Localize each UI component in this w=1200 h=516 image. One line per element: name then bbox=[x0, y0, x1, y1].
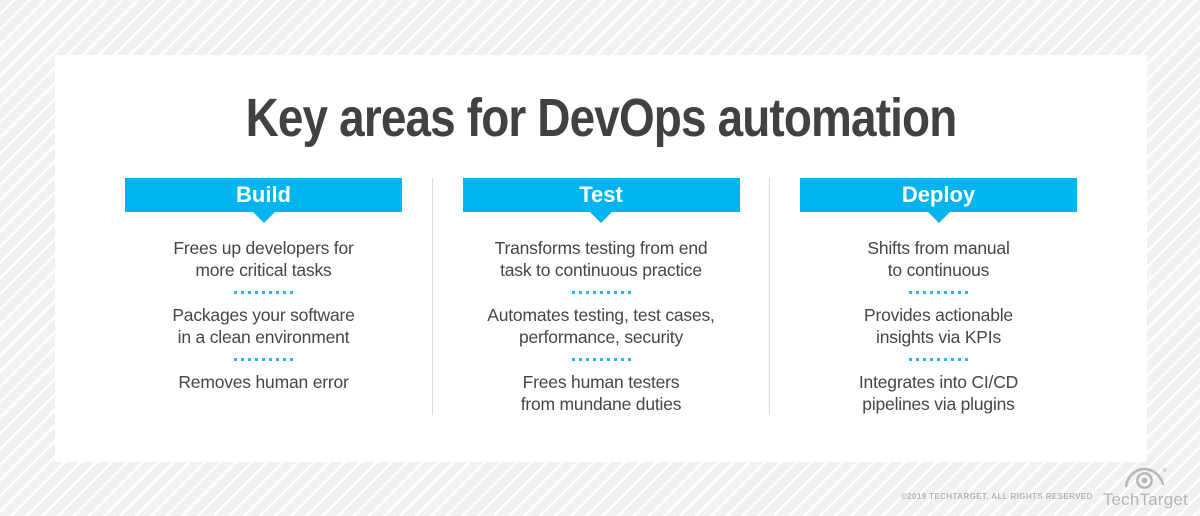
deploy-item-2-line-1: Provides actionable bbox=[864, 305, 1013, 325]
build-item-3: Removes human error bbox=[178, 371, 348, 393]
column-deploy: Deploy Shifts from manual to continuous … bbox=[800, 178, 1077, 415]
dots-separator bbox=[909, 291, 968, 294]
column-divider bbox=[769, 178, 771, 415]
techtarget-logo-text: TechTarget bbox=[1102, 490, 1188, 509]
build-item-2-line-2: in a clean environment bbox=[177, 327, 350, 347]
deploy-item-1-line-2: to continuous bbox=[887, 260, 990, 280]
build-header-label: Build bbox=[236, 182, 291, 207]
deploy-item-1: Shifts from manual to continuous bbox=[867, 237, 1009, 281]
test-item-1: Transforms testing from end task to cont… bbox=[495, 237, 708, 281]
dots-separator bbox=[571, 358, 631, 361]
build-item-1: Frees up developers for more critical ta… bbox=[173, 237, 353, 281]
test-item-2: Automates testing, test cases, performan… bbox=[487, 304, 715, 348]
build-item-1-line-2: more critical tasks bbox=[195, 260, 332, 280]
test-item-3-line-2: from mundane duties bbox=[520, 394, 682, 414]
ribbon-pointer-icon bbox=[590, 212, 612, 223]
test-header-ribbon: Test bbox=[462, 178, 740, 223]
columns-row: Build Frees up developers for more criti… bbox=[55, 178, 1147, 415]
build-item-2-line-1: Packages your software bbox=[172, 305, 355, 325]
deploy-item-2: Provides actionable insights via KPIs bbox=[864, 304, 1013, 348]
ribbon-pointer-icon bbox=[927, 212, 950, 223]
deploy-item-1-line-1: Shifts from manual bbox=[867, 238, 1010, 258]
techtarget-eye-icon bbox=[1125, 467, 1167, 489]
test-item-2-line-2: performance, security bbox=[518, 327, 684, 347]
test-header-label: Test bbox=[579, 182, 623, 207]
deploy-item-3-line-1: Integrates into CI/CD bbox=[858, 372, 1019, 392]
column-build: Build Frees up developers for more criti… bbox=[125, 178, 402, 415]
test-item-1-line-1: Transforms testing from end bbox=[494, 238, 708, 258]
techtarget-logo: TechTarget bbox=[1103, 466, 1188, 508]
dots-separator bbox=[234, 358, 293, 361]
column-test: Test Transforms testing from end task to… bbox=[462, 178, 740, 415]
copyright-text: ©2019 TECHTARGET. ALL RIGHTS RESERVED bbox=[900, 492, 1093, 501]
deploy-item-3-line-2: pipelines via plugins bbox=[862, 394, 1015, 414]
build-item-1-line-1: Frees up developers for bbox=[173, 238, 354, 258]
deploy-header-ribbon: Deploy bbox=[800, 178, 1077, 223]
deploy-item-2-line-2: insights via KPIs bbox=[876, 327, 1001, 347]
build-header-ribbon: Build bbox=[125, 178, 402, 223]
dots-separator bbox=[571, 291, 631, 294]
footer: ©2019 TECHTARGET. ALL RIGHTS RESERVED Te… bbox=[901, 466, 1188, 508]
test-item-3-line-1: Frees human testers bbox=[522, 372, 680, 392]
infographic-title: Key areas for DevOps automation bbox=[245, 88, 958, 148]
deploy-header-label: Deploy bbox=[901, 182, 976, 207]
dots-separator bbox=[909, 358, 968, 361]
deploy-item-3: Integrates into CI/CD pipelines via plug… bbox=[859, 371, 1018, 415]
test-item-1-line-2: task to continuous practice bbox=[500, 260, 702, 280]
infographic-card: Key areas for DevOps automation Build Fr… bbox=[55, 55, 1147, 462]
build-item-3-line-1: Removes human error bbox=[178, 372, 349, 392]
ribbon-pointer-icon bbox=[252, 212, 275, 223]
build-item-2: Packages your software in a clean enviro… bbox=[172, 304, 355, 348]
dots-separator bbox=[234, 291, 293, 294]
test-item-3: Frees human testers from mundane duties bbox=[521, 371, 682, 415]
test-item-2-line-1: Automates testing, test cases, bbox=[487, 305, 715, 325]
column-divider bbox=[431, 178, 433, 415]
